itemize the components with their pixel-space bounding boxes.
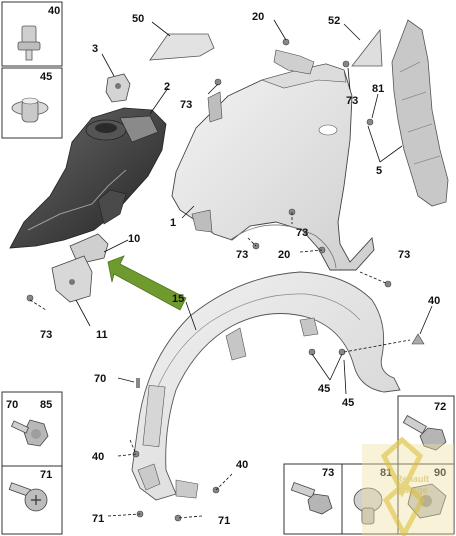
callout-15: 15 <box>172 293 184 305</box>
svg-text:90: 90 <box>434 467 446 479</box>
callout-45-b: 45 <box>342 397 354 409</box>
bolt-72-icon <box>402 414 447 451</box>
callout-45-a: 45 <box>318 383 330 395</box>
push-clip-40-icon <box>17 25 41 61</box>
callout-52: 52 <box>328 15 340 27</box>
inset-box-45: 45 <box>1 67 63 139</box>
callout-40-left: 40 <box>92 451 104 463</box>
callout-73-fender: 73 <box>296 227 308 239</box>
callout-73-left: 73 <box>40 329 52 341</box>
leader-lines <box>29 19 433 519</box>
inset-box-70-85: 70 85 <box>1 391 63 467</box>
svg-text:70: 70 <box>6 399 18 411</box>
callout-81: 81 <box>372 83 384 95</box>
callout-40-right: 40 <box>428 295 440 307</box>
callout-71-right: 71 <box>218 515 230 527</box>
callout-10: 10 <box>128 233 140 245</box>
inset-box-72: 72 <box>397 395 455 465</box>
callout-73-lower: 73 <box>236 249 248 261</box>
screw-71-icon <box>8 482 48 512</box>
callout-3: 3 <box>92 43 98 55</box>
trim-piece-50 <box>149 33 215 61</box>
svg-text:45: 45 <box>40 71 52 83</box>
callout-50: 50 <box>132 13 144 25</box>
clip-81-icon <box>353 487 383 525</box>
wheel-arch-liner-15 <box>131 271 401 501</box>
push-rivet-45-icon <box>11 97 49 123</box>
callout-20-top: 20 <box>252 11 264 23</box>
callout-73-right: 73 <box>398 249 410 261</box>
callout-2: 2 <box>164 81 170 93</box>
svg-text:73: 73 <box>322 467 334 479</box>
bracket-11 <box>51 255 93 303</box>
svg-text:72: 72 <box>434 401 446 413</box>
green-pointer-arrow <box>107 255 187 311</box>
inset-box-73-81-90: 73 81 90 <box>283 463 455 535</box>
callout-11: 11 <box>96 329 108 341</box>
callout-labels: 1 2 3 5 10 11 15 20 20 40 40 40 45 45 50… <box>40 11 440 527</box>
insulation-piece-5 <box>391 19 449 207</box>
callout-40-bottom: 40 <box>236 459 248 471</box>
watermark-line2: garage <box>398 485 428 495</box>
bracket-3 <box>105 73 131 103</box>
renault-watermark-logo: Renault garage <box>362 436 454 536</box>
inset-box-40: 40 <box>1 1 63 67</box>
callout-73-topleft: 73 <box>180 99 192 111</box>
watermark-line1: Renault <box>396 474 429 484</box>
callout-73-topright: 73 <box>346 95 358 107</box>
inner-wheel-arch-structure <box>9 107 167 249</box>
bolt-70-85-icon <box>10 419 49 447</box>
trim-piece-52 <box>351 28 383 67</box>
front-fender <box>171 49 375 271</box>
fastener-dots <box>26 38 425 522</box>
callout-5: 5 <box>376 165 382 177</box>
bolt-73-icon <box>290 481 333 515</box>
svg-text:71: 71 <box>40 469 52 481</box>
inset-box-71: 71 <box>1 465 63 535</box>
svg-text:40: 40 <box>48 5 60 17</box>
callout-1: 1 <box>170 217 176 229</box>
callout-20-mid: 20 <box>278 249 290 261</box>
svg-text:85: 85 <box>40 399 52 411</box>
callout-70: 70 <box>94 373 106 385</box>
callout-71-left: 71 <box>92 513 104 525</box>
